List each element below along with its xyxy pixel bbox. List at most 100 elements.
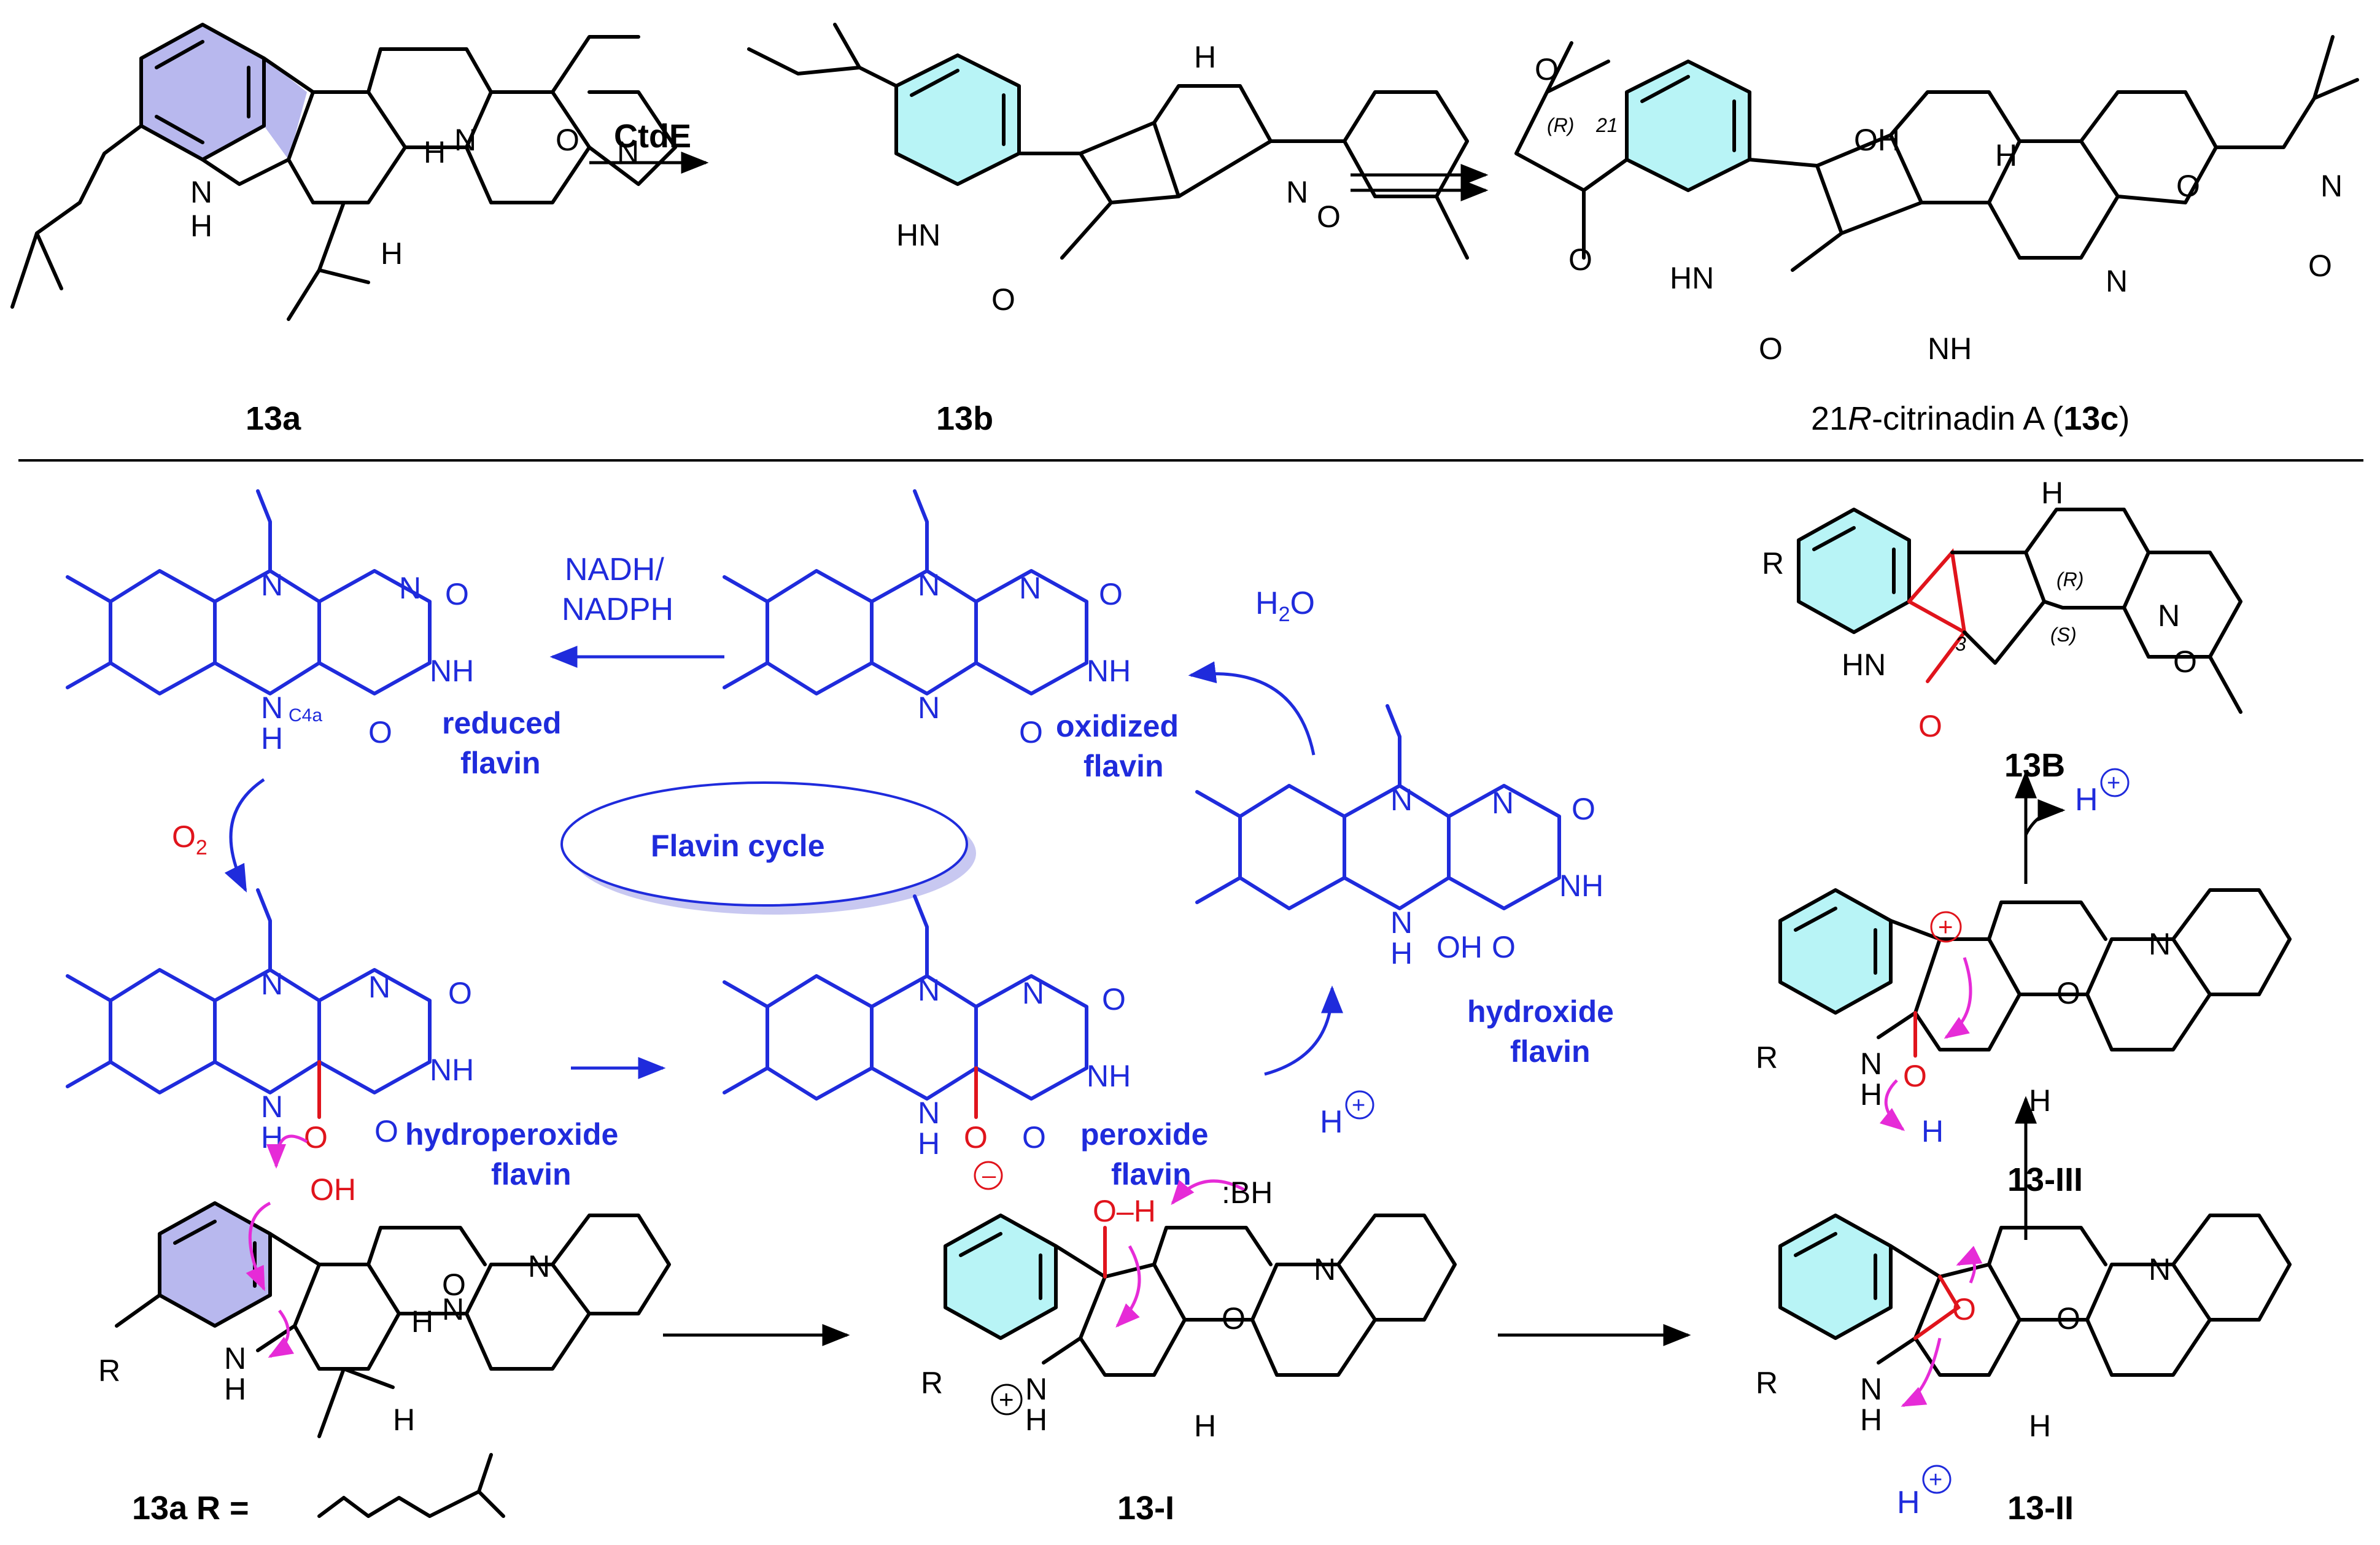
svg-text:(S): (S) <box>2050 624 2077 646</box>
svg-text:N: N <box>1492 786 1514 820</box>
svg-text:O: O <box>2056 976 2080 1010</box>
arrow-ctde: CtdE <box>589 118 709 174</box>
svg-text:O: O <box>1102 982 1126 1016</box>
svg-text:H: H <box>1194 40 1216 74</box>
svg-text:NH: NH <box>1087 1059 1131 1093</box>
svg-text:+: + <box>1929 1467 1942 1493</box>
svg-text:N: N <box>2149 927 2171 961</box>
svg-text:O: O <box>1222 1301 1246 1336</box>
svg-text:N: N <box>442 1292 464 1326</box>
svg-text:OH: OH <box>1854 123 1900 157</box>
svg-text:O: O <box>1952 1292 1976 1326</box>
label-13B: 13B <box>2004 747 2065 784</box>
label-13-II: 13-II <box>2007 1490 2074 1527</box>
svg-text:N: N <box>918 568 940 602</box>
svg-text:N: N <box>918 1096 940 1130</box>
svg-text:O: O <box>1022 1120 1046 1155</box>
svg-text:HN: HN <box>1670 261 1714 295</box>
svg-text:(R): (R) <box>2056 568 2083 591</box>
compound-13a-r-structure: R NH NH O N H <box>98 1201 671 1438</box>
svg-text:N: N <box>1390 905 1413 940</box>
svg-text:O: O <box>1572 792 1595 826</box>
svg-text:NH: NH <box>430 1053 474 1087</box>
proton-addition: H + <box>1264 985 1374 1140</box>
svg-text:N: N <box>918 973 940 1007</box>
label-13b: 13b <box>936 400 993 437</box>
svg-text:(R): (R) <box>1547 114 1574 136</box>
svg-text:+: + <box>1938 912 1953 941</box>
svg-text:+: + <box>999 1385 1014 1414</box>
product-13B-structure: R HN O 3 (R) (S) H N O <box>1762 476 2242 743</box>
svg-text:+: + <box>1352 1093 1365 1118</box>
svg-text:OH: OH <box>310 1172 356 1207</box>
svg-text:H: H <box>2041 476 2063 510</box>
svg-text:O: O <box>1492 930 1516 964</box>
svg-text:flavin: flavin <box>460 746 541 780</box>
svg-text:O: O <box>1759 331 1783 366</box>
svg-text:HN: HN <box>896 218 940 252</box>
arrow-nadph: NADH/ NADPH <box>549 552 724 668</box>
svg-text:NH: NH <box>1559 869 1603 903</box>
compound-13c-structure: O (R) 21 O HN O OH H N NH O O N <box>1514 35 2359 366</box>
intermediate-13-I-structure: O–H :BH R + NH O N H <box>921 1175 1457 1443</box>
svg-text:H: H <box>224 1372 246 1406</box>
svg-text:O: O <box>442 1268 466 1302</box>
svg-text:H: H <box>393 1403 415 1437</box>
svg-text:R: R <box>1756 1366 1778 1400</box>
svg-text:N: N <box>261 1090 283 1124</box>
svg-text:reduced: reduced <box>442 706 562 740</box>
svg-text:H: H <box>261 721 283 756</box>
svg-text:O: O <box>556 123 579 157</box>
svg-text:O: O <box>2176 169 2200 203</box>
svg-text:N: N <box>2149 1252 2171 1287</box>
svg-text:N: N <box>528 1249 550 1284</box>
compound-13a-structure: NH NH O N H <box>10 23 677 321</box>
svg-text:O: O <box>1099 577 1123 611</box>
svg-text:+: + <box>2107 770 2120 796</box>
svg-text:N: N <box>1019 571 1041 605</box>
svg-text:oxidized: oxidized <box>1056 709 1179 743</box>
svg-text:flavin: flavin <box>491 1157 572 1191</box>
svg-text:N: N <box>1025 1372 1047 1406</box>
svg-text:O: O <box>2173 645 2197 679</box>
svg-text:N: N <box>1314 1252 1336 1287</box>
svg-text:O: O <box>1903 1059 1927 1093</box>
svg-text:NH: NH <box>1928 331 1972 366</box>
svg-text:peroxide: peroxide <box>1080 1117 1208 1152</box>
svg-text:O: O <box>1535 52 1559 87</box>
svg-text:O: O <box>304 1120 328 1155</box>
svg-text:hydroperoxide: hydroperoxide <box>405 1117 618 1152</box>
svg-text:N: N <box>1860 1047 1882 1081</box>
svg-text:N: N <box>1390 783 1413 817</box>
svg-text:N: N <box>2320 169 2343 203</box>
svg-text:O: O <box>1918 709 1942 743</box>
svg-text:N: N <box>224 1341 246 1376</box>
svg-text:H: H <box>190 209 212 243</box>
svg-text:C4a: C4a <box>289 705 322 726</box>
reagent-ctde: CtdE <box>614 118 691 155</box>
label-13a-r: 13a R = <box>132 1453 505 1527</box>
svg-text:O: O <box>1317 199 1341 234</box>
svg-text:H: H <box>1194 1409 1216 1443</box>
svg-text:H: H <box>424 135 446 169</box>
svg-text:O: O <box>374 1114 398 1148</box>
svg-text:H: H <box>918 1126 940 1161</box>
svg-text:O: O <box>991 282 1015 317</box>
reduced-flavin-structure: N N O NH O NH C4a reduced flavin <box>66 489 562 780</box>
svg-text:–: – <box>982 1162 996 1189</box>
svg-text:H: H <box>381 236 403 271</box>
flavin-cycle-badge: Flavin cycle <box>560 781 976 915</box>
svg-text:H: H <box>1320 1104 1343 1140</box>
svg-text:H: H <box>1860 1403 1882 1437</box>
svg-text:13a: 13a <box>132 1490 188 1527</box>
svg-text:O–H: O–H <box>1093 1194 1156 1228</box>
svg-text:O: O <box>1019 715 1043 749</box>
svg-text:Flavin cycle: Flavin cycle <box>651 829 825 863</box>
svg-text:3: 3 <box>1955 633 1966 655</box>
svg-text:H: H <box>2029 1409 2051 1443</box>
svg-text:R: R <box>921 1366 943 1400</box>
svg-text:H: H <box>2075 782 2098 818</box>
svg-text:NADPH: NADPH <box>562 592 673 627</box>
svg-text:H: H <box>1025 1403 1047 1437</box>
